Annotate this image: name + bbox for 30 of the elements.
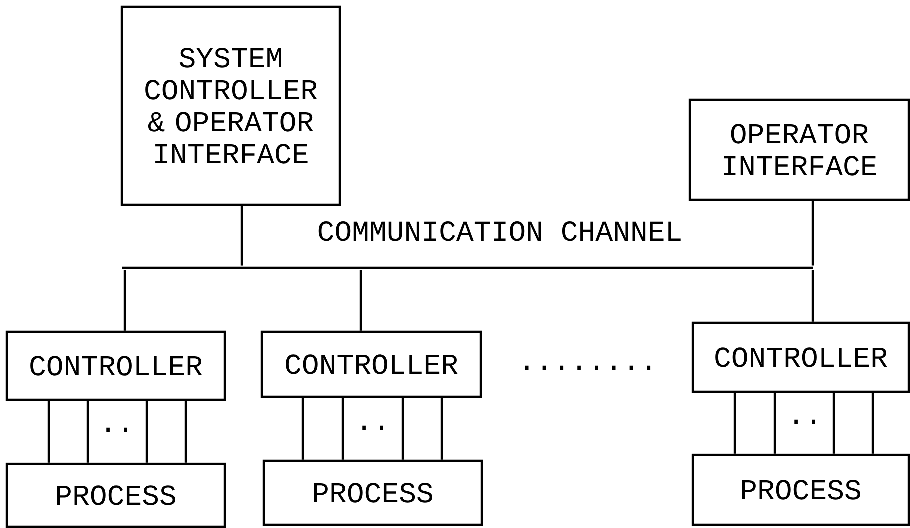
connector-line [812, 270, 814, 322]
process-box: PROCESS [6, 462, 226, 528]
link-line [48, 401, 50, 463]
connector-line [240, 206, 244, 266]
process-box: PROCESS [692, 454, 910, 526]
ellipsis-dots: ........ [525, 366, 651, 370]
process-box: PROCESS [262, 460, 484, 526]
link-line [774, 393, 776, 454]
link-line [146, 401, 148, 463]
ellipsis-dots: .. [794, 420, 816, 424]
link-line [402, 398, 404, 460]
link-line [440, 398, 444, 460]
interface-box: OPERATOR INTERFACE [688, 98, 910, 202]
ellipsis-dots: .. [362, 426, 384, 430]
link-line [302, 398, 304, 460]
connector-line [812, 201, 814, 266]
controller-box: CONTROLLER [6, 330, 226, 402]
link-line [342, 398, 344, 460]
connector-line [124, 270, 126, 331]
link-line [872, 393, 874, 454]
channel-label: COMMUNICATION CHANNEL [318, 222, 681, 242]
controller-box: SYSTEM CONTROLLER & OPERATOR INTERFACE [120, 6, 342, 206]
controller-box: CONTROLLER [692, 322, 910, 394]
link-line [734, 393, 736, 454]
controller-box: CONTROLLER [260, 330, 482, 398]
ellipsis-dots: .. [106, 428, 128, 432]
connector-line [360, 270, 362, 331]
link-line [832, 393, 836, 454]
link-line [86, 401, 90, 463]
link-line [184, 401, 188, 463]
